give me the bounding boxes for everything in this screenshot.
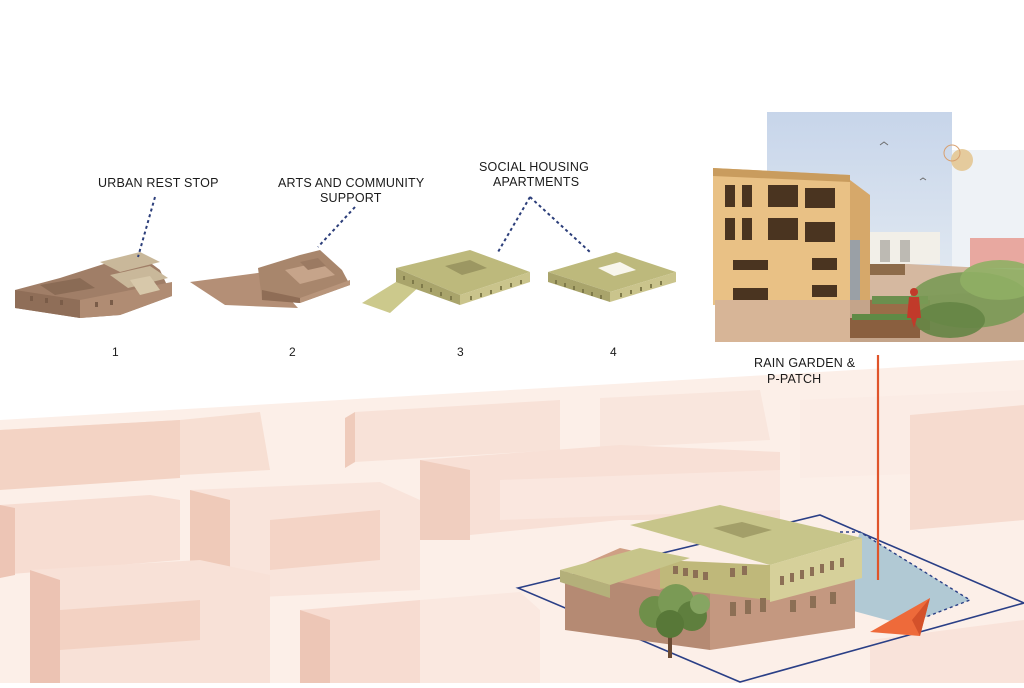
rain-garden-render [713, 112, 1024, 342]
leader-lines [137, 196, 591, 258]
sun-icon [943, 144, 973, 171]
view-direction-icon [870, 598, 930, 636]
label-rain-garden-line1: RAIN GARDEN & [754, 356, 856, 370]
step-number-3: 3 [457, 345, 464, 359]
model-4-social-housing [548, 252, 676, 302]
model-2-arts-community [190, 250, 350, 308]
person-icon [907, 288, 921, 328]
tree-icon [639, 584, 710, 658]
label-arts-community-line2: SUPPORT [320, 191, 382, 205]
label-social-housing-line2: APARTMENTS [493, 175, 580, 189]
label-arts-community-line1: ARTS AND COMMUNITY [278, 176, 425, 190]
model-1-urban-rest-stop [15, 252, 172, 318]
rain-garden-area [850, 532, 970, 625]
label-urban-rest-stop: URBAN REST STOP [98, 176, 219, 190]
context-massing [0, 360, 1024, 683]
model-3-social-housing [362, 250, 530, 313]
label-rain-garden-line2: P-PATCH [767, 372, 822, 386]
step-number-2: 2 [289, 345, 296, 359]
step-number-1: 1 [112, 345, 119, 359]
bird-icon [879, 141, 927, 181]
label-social-housing-line1: SOCIAL HOUSING [479, 160, 589, 174]
step-number-4: 4 [610, 345, 617, 359]
site-building [560, 505, 862, 650]
